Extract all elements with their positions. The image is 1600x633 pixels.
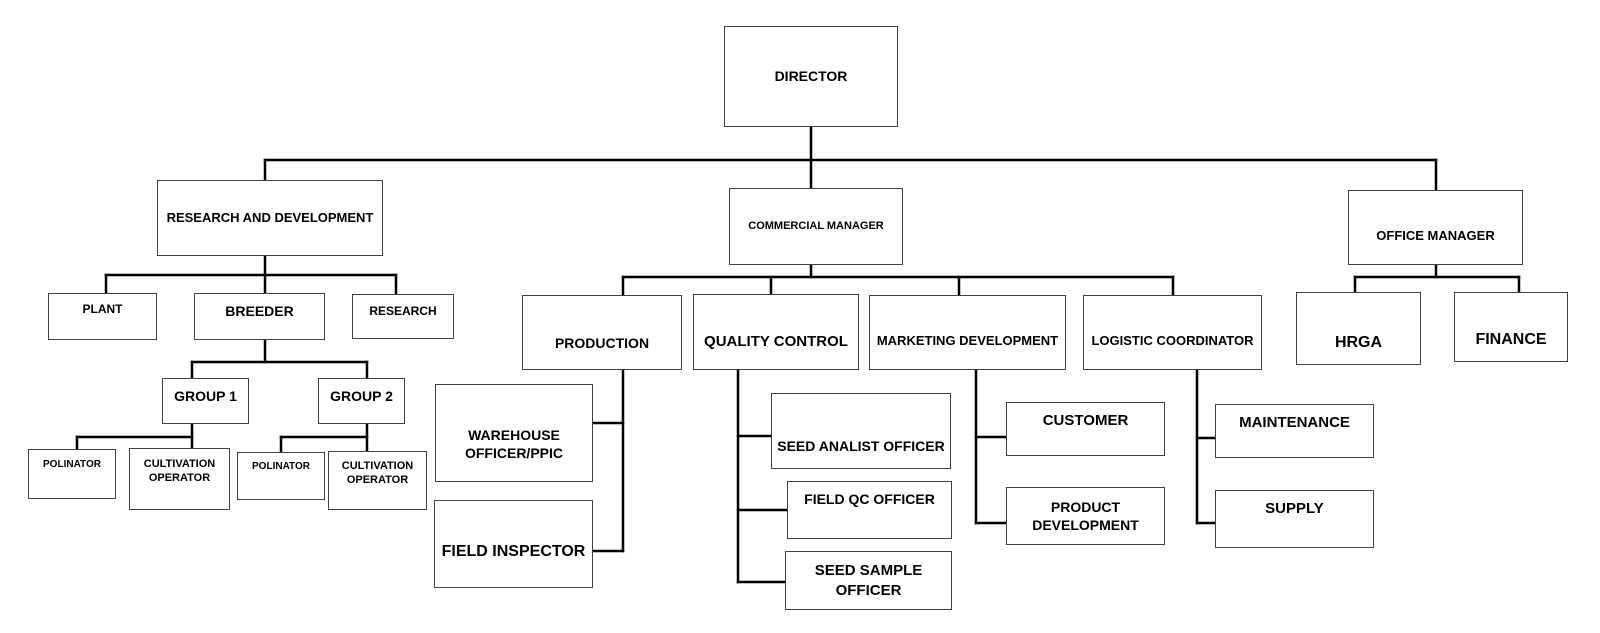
customer-box: CUSTOMER <box>1006 402 1165 456</box>
maintenance-box: MAINTENANCE <box>1215 404 1374 458</box>
quality-control-box: QUALITY CONTROL <box>693 294 859 370</box>
supply-box: SUPPLY <box>1215 490 1374 548</box>
breeder-box: BREEDER <box>194 293 325 340</box>
research-box: RESEARCH <box>352 294 454 339</box>
production-box: PRODUCTION <box>522 295 682 370</box>
group-1-polinator-box: POLINATOR <box>28 449 116 499</box>
group-1-cultivation-operator-box: CULTIVATION OPERATOR <box>129 448 230 510</box>
seed-analist-officer-box: SEED ANALIST OFFICER <box>771 393 951 469</box>
seed-sample-officer-box: SEED SAMPLE OFFICER <box>785 551 952 610</box>
warehouse-officer-box: WAREHOUSE OFFICER/PPIC <box>435 384 593 482</box>
research-development-box: RESEARCH AND DEVELOPMENT <box>157 180 383 256</box>
logistic-coordinator-box: LOGISTIC COORDINATOR <box>1083 295 1262 370</box>
office-manager-box: OFFICE MANAGER <box>1348 190 1523 265</box>
group-2-cultivation-operator-box: CULTIVATION OPERATOR <box>328 451 427 510</box>
director-box: DIRECTOR <box>724 26 898 127</box>
group-2-box: GROUP 2 <box>318 378 405 424</box>
field-inspector-box: FIELD INSPECTOR <box>434 500 593 588</box>
hrga-box: HRGA <box>1296 292 1421 365</box>
field-qc-officer-box: FIELD QC OFFICER <box>787 481 952 539</box>
product-development-box: PRODUCT DEVELOPMENT <box>1006 487 1165 545</box>
group-2-polinator-box: POLINATOR <box>237 452 325 500</box>
group-1-box: GROUP 1 <box>162 378 249 424</box>
commercial-manager-box: COMMERCIAL MANAGER <box>729 188 903 265</box>
marketing-development-box: MARKETING DEVELOPMENT <box>869 295 1066 370</box>
plant-box: PLANT <box>48 293 157 340</box>
finance-box: FINANCE <box>1454 292 1568 362</box>
